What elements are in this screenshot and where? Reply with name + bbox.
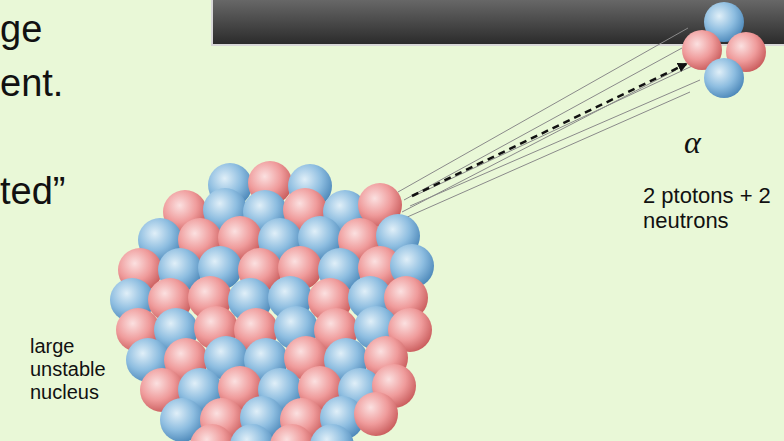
nucleus-label: large unstable nucleus bbox=[30, 335, 118, 404]
proton bbox=[354, 392, 398, 436]
alpha-particle bbox=[682, 2, 766, 98]
dashed-arrow bbox=[412, 64, 686, 196]
slide-text-fragment: ted” bbox=[0, 170, 130, 214]
emission-line bbox=[404, 48, 682, 200]
proton bbox=[190, 424, 234, 441]
slide-text-fragment: ge bbox=[0, 8, 100, 52]
proton bbox=[270, 424, 314, 441]
emission-line bbox=[402, 70, 676, 212]
alpha-particle-label: 2 ptotons + 2 neutrons bbox=[643, 183, 775, 234]
slide-text-fragment: ent. bbox=[0, 62, 120, 106]
neutron bbox=[310, 424, 354, 441]
alpha-symbol: α bbox=[684, 124, 734, 161]
emission-line bbox=[414, 60, 705, 196]
neutron bbox=[704, 58, 744, 98]
emission-line bbox=[398, 28, 688, 192]
neutron bbox=[230, 424, 274, 441]
nucleus bbox=[110, 161, 434, 441]
